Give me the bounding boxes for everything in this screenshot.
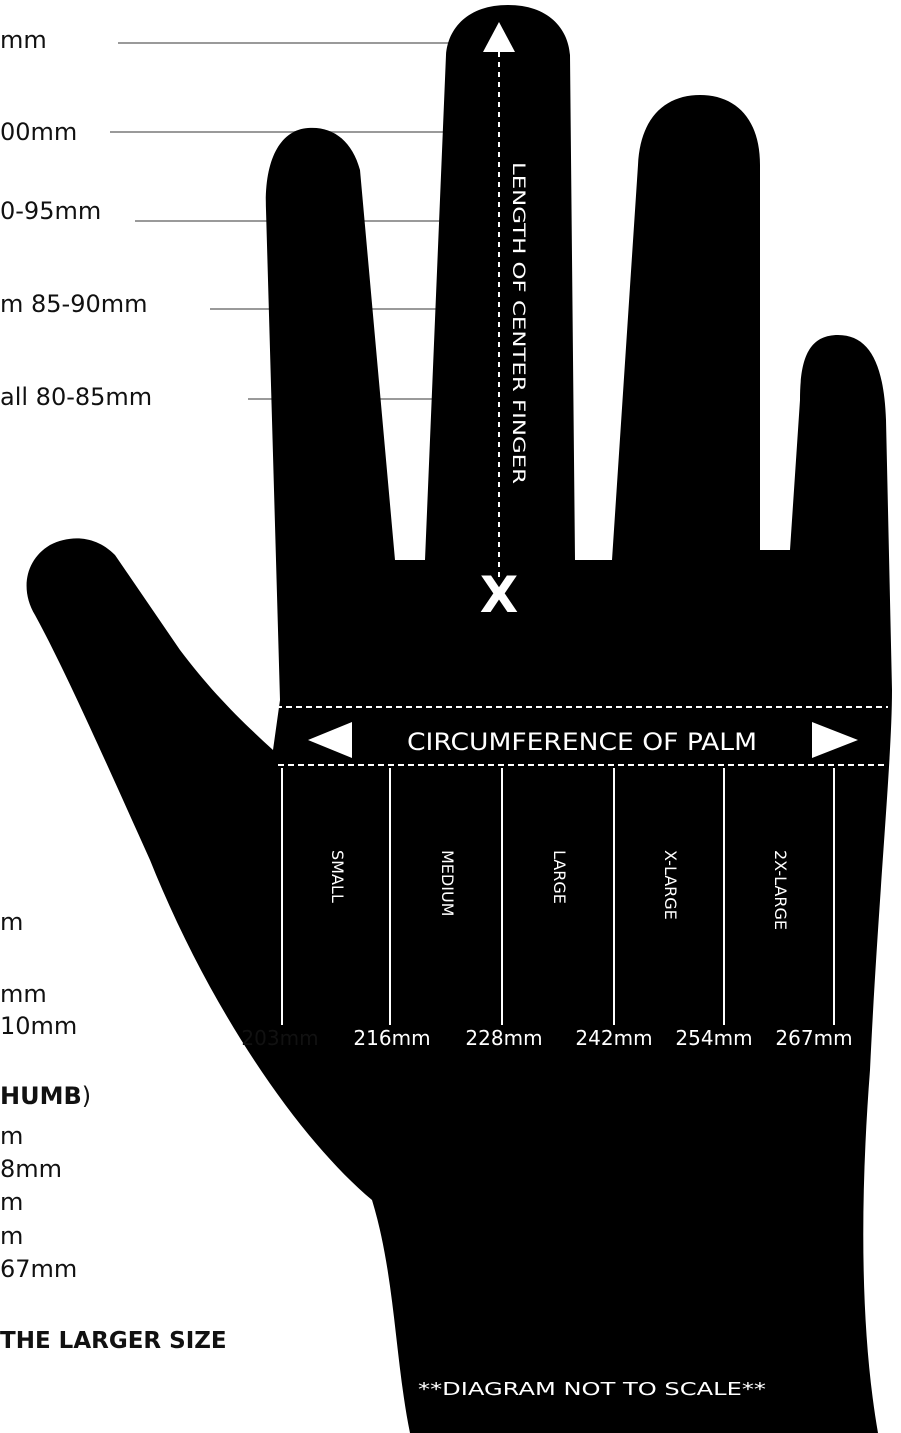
size-name-label: X-LARGE xyxy=(661,850,680,920)
size-mm-label: 216mm xyxy=(353,1026,430,1050)
size-name-label: MEDIUM xyxy=(438,850,457,916)
size-mm-label: 242mm xyxy=(575,1026,652,1050)
hand-silhouette xyxy=(27,5,892,1433)
size-name-label: 2X-LARGE xyxy=(771,850,790,930)
size-mm-label: 203mm xyxy=(241,1026,318,1050)
size-mm-label: 228mm xyxy=(465,1026,542,1050)
size-name-label: SMALL xyxy=(328,850,347,903)
size-name-label: LARGE xyxy=(550,850,569,904)
palm-circumference-label: CIRCUMFERENCE OF PALM xyxy=(407,728,757,756)
finger-length-x-mark: X xyxy=(480,566,519,624)
size-mm-label: 267mm xyxy=(775,1026,852,1050)
finger-length-label: LENGTH OF CENTER FINGER xyxy=(508,162,528,484)
size-mm-label: 254mm xyxy=(675,1026,752,1050)
diagram-note: **DIAGRAM NOT TO SCALE** xyxy=(418,1379,766,1400)
